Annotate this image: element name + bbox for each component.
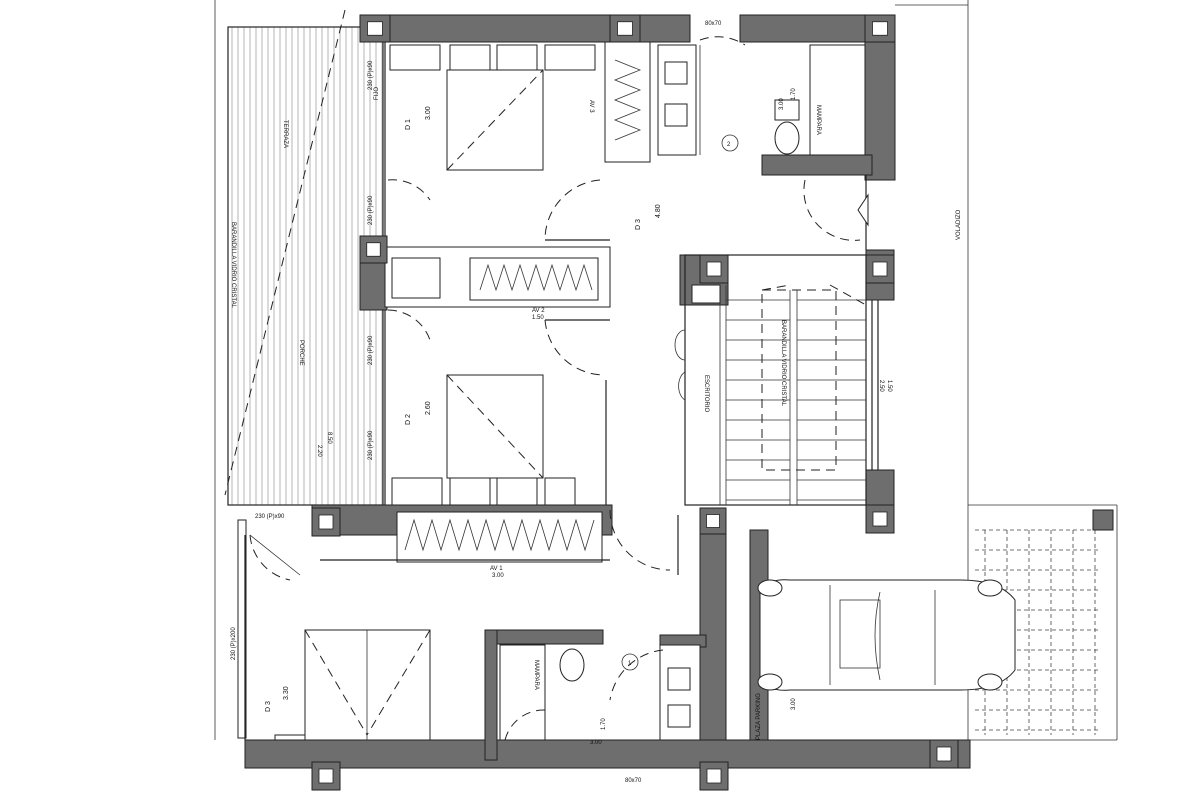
d3-area: 3.30: [283, 686, 290, 700]
labels: TERRAZA PORCHE BARANDILLA VIDRIO CRISTAL…: [230, 21, 962, 784]
bano-2-num: 2: [727, 142, 731, 148]
bano2-dim-b: 3.00: [779, 98, 785, 110]
bathroom-1: [499, 644, 701, 741]
bano1-dim-a: 1.70: [601, 718, 607, 730]
pillar-core: [367, 21, 383, 36]
pillar: [699, 507, 727, 535]
window-6: 230 (P)x200: [231, 627, 237, 660]
bottom-door-dim: 80x70: [625, 778, 642, 784]
pillar-core: [872, 511, 888, 527]
dist-code: D 3: [635, 219, 642, 230]
porche-label: PORCHE: [298, 340, 304, 366]
fijo-label: FIJO: [374, 87, 380, 100]
esc-dim-top: 2.50: [878, 380, 884, 392]
pillar-core: [936, 746, 952, 762]
wardrobes: [320, 41, 651, 563]
window-1: 230 (P)x90: [368, 60, 374, 90]
a1-label: AV 1: [490, 566, 503, 572]
barandilla-escalera-label: BARANDILLA VIDRIO CRISTAL: [780, 320, 786, 407]
pillar-core: [706, 514, 720, 528]
window-4: 230 (P)x90: [368, 430, 374, 460]
porche-dim-w: 8.50: [326, 432, 332, 444]
pillar-core: [872, 261, 888, 277]
d1-area: 3.00: [425, 106, 432, 120]
mampara-2-label: MAMPARA: [533, 660, 539, 690]
window-3: 230 (P)x90: [368, 335, 374, 365]
terrace-deck: [224, 9, 384, 739]
pillar-core: [706, 768, 722, 784]
garage: [757, 509, 1114, 735]
staircase: [674, 254, 867, 506]
pillars: [311, 14, 959, 791]
bano2-dim-a: 1.70: [791, 88, 797, 100]
a1-val: 3.00: [492, 573, 504, 579]
bano1-dim-b: 3.00: [590, 740, 602, 746]
pillar-core: [872, 21, 888, 36]
pillar-core: [318, 514, 334, 530]
dist-area: 4.80: [655, 204, 662, 218]
d2-code: D 2: [405, 414, 412, 425]
pillar-core: [617, 21, 633, 36]
d2-area: 2.60: [425, 401, 432, 415]
a2-val: 1.50: [532, 315, 544, 321]
mampara-1-label: MAMPARA: [815, 105, 821, 135]
voladizo-label: VOLADIZO: [956, 209, 962, 240]
outer-outline: [214, 0, 1118, 741]
window-5: 230 (P)x90: [255, 514, 285, 520]
pillar-core: [318, 768, 334, 784]
bano-1-num: 1: [628, 661, 632, 667]
top-door-dim: 80x70: [705, 21, 722, 27]
d1-code: D 1: [405, 119, 412, 130]
right-side: [857, 175, 879, 470]
bedroom-1: [387, 44, 596, 341]
window-2: 230 (P)x90: [368, 195, 374, 225]
garage-label: PLAZA PARKING: [756, 693, 762, 740]
escritorio-label: ESCRITORIO: [703, 375, 709, 413]
a2-label: AV 2: [532, 308, 545, 314]
pillar-core: [706, 261, 722, 277]
barandilla-terraza-label: BARANDILLA VIDRIO CRISTAL: [230, 222, 236, 309]
terraza-label: TERRAZA: [282, 120, 288, 148]
bedroom-3: [249, 534, 431, 741]
esc-dim-bottom: 1.50: [886, 380, 892, 392]
garage-area: 3.00: [791, 698, 797, 710]
bedroom-2: [391, 374, 607, 506]
d3-code: D 3: [265, 701, 272, 712]
porche-dim-h: 2.20: [316, 445, 322, 457]
bathroom-2: [657, 44, 866, 241]
corridor-doors: [544, 36, 746, 575]
pillar-core: [366, 242, 381, 257]
a3-label: AV 3: [588, 100, 594, 113]
